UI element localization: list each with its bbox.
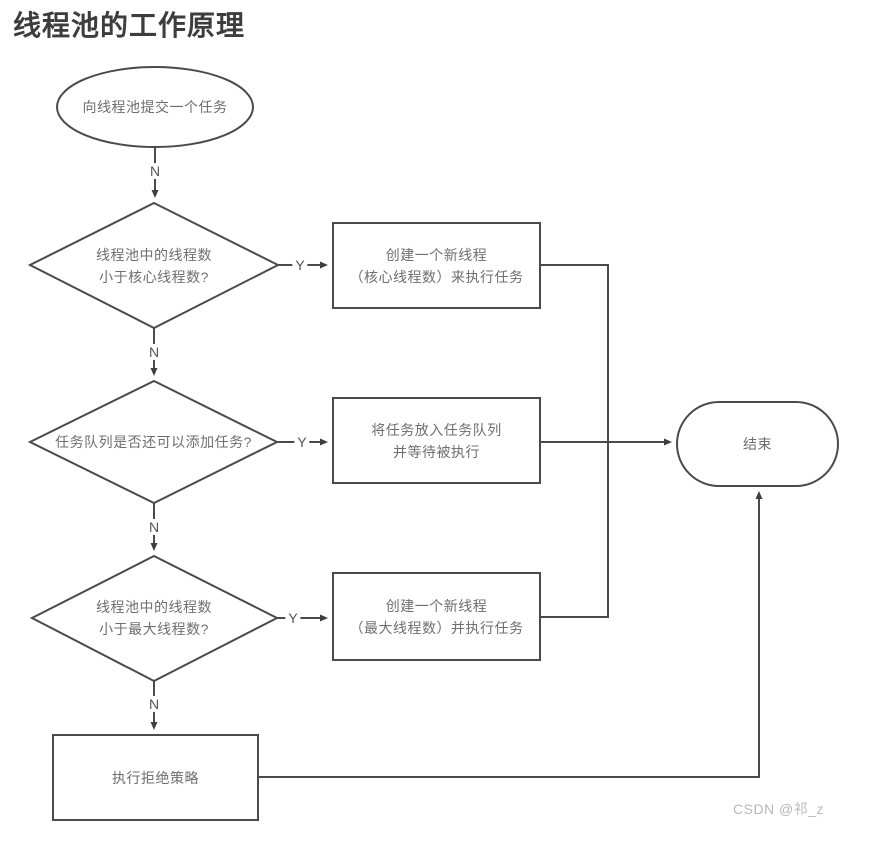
decision-max-threads-shape <box>29 554 280 683</box>
process-enqueue-task-shape <box>332 397 541 484</box>
decision-max-threads-label: 线程池中的线程数 小于最大线程数? <box>96 599 212 637</box>
edge-label-y2: Y <box>294 434 310 450</box>
start-node-label: 向线程池提交一个任务 <box>82 99 228 115</box>
edge-label-n4: N <box>145 696 163 712</box>
process-create-core-thread-shape <box>332 222 541 309</box>
process-enqueue-task-label: 将任务放入任务队列 并等待被执行 <box>371 421 502 460</box>
process-create-max-thread-shape <box>332 572 541 661</box>
edge-label-y1: Y <box>292 257 308 273</box>
end-node-label: 结束 <box>743 436 772 452</box>
process-reject-policy-shape <box>52 734 259 821</box>
decision-core-threads-label: 线程池中的线程数 小于核心线程数? <box>96 246 212 285</box>
edge-process-core-to-merge <box>540 264 609 442</box>
edge-label-n3: N <box>145 519 163 535</box>
process-create-max-thread-label: 创建一个新线程 （最大线程数）并执行任务 <box>349 597 524 636</box>
end-node-shape <box>676 401 839 487</box>
decision-task-queue-label: 任务队列是否还可以添加任务? <box>55 434 252 450</box>
page-title: 线程池的工作原理 <box>13 10 246 41</box>
edge-label-y3: Y <box>285 610 301 626</box>
edge-label-n1: N <box>146 163 164 179</box>
start-node-shape <box>56 66 254 148</box>
edge-label-n2: N <box>145 344 163 360</box>
decision-core-threads-shape <box>27 201 281 330</box>
edge-reject-to-end <box>258 491 763 778</box>
edge-process-max-to-merge <box>540 442 609 618</box>
process-reject-policy-label: 执行拒绝策略 <box>112 769 199 786</box>
decision-task-queue-shape <box>27 379 280 505</box>
watermark: CSDN @祁_z <box>733 801 825 817</box>
process-create-core-thread-label: 创建一个新线程 （核心线程数）来执行任务 <box>349 246 524 285</box>
